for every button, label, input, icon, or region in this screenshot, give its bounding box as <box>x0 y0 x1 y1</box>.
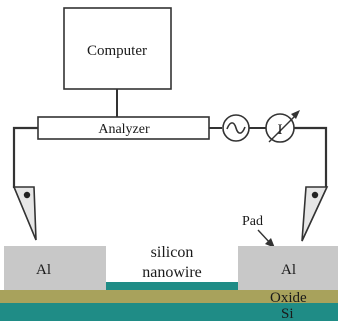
right-al-electrode <box>238 246 338 290</box>
pad-label: Pad <box>242 214 263 229</box>
left-al-label: Al <box>36 262 51 278</box>
ammeter-label: I <box>278 122 283 138</box>
right-al-label: Al <box>281 262 296 278</box>
right-probe-icon <box>301 186 329 242</box>
substrate-label: Si <box>281 306 294 321</box>
computer-label: Computer <box>87 43 147 59</box>
right-probe-wire <box>294 126 328 188</box>
ac-source-icon <box>222 114 250 142</box>
left-al-electrode <box>4 246 106 290</box>
oxide-layer <box>0 290 338 303</box>
left-probe-icon <box>12 186 37 241</box>
computer-box <box>63 7 172 90</box>
left-probe-wire <box>12 126 38 188</box>
silicon-nanowire <box>106 282 238 290</box>
silicon-substrate <box>0 303 338 321</box>
ammeter-icon <box>265 110 300 143</box>
oxide-label: Oxide <box>270 290 307 306</box>
analyzer-label: Analyzer <box>98 122 150 137</box>
nanowire-label-line1: silicon <box>151 244 194 261</box>
pad-arrow-head <box>265 238 275 248</box>
nanowire-label-line2: nanowire <box>142 264 202 281</box>
